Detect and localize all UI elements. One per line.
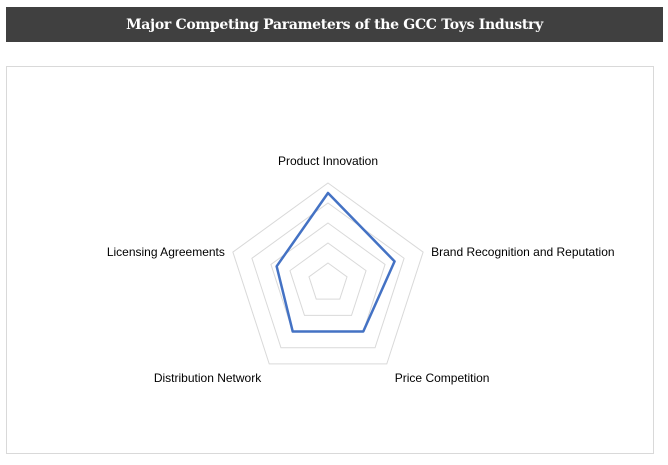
chart-area — [6, 66, 654, 454]
axis-label: Product Innovation — [278, 154, 378, 168]
chart-title-banner: Major Competing Parameters of the GCC To… — [6, 7, 663, 42]
grid-ring — [289, 242, 367, 316]
grid-ring — [308, 262, 348, 300]
grid-ring — [251, 202, 405, 349]
series-line — [275, 191, 396, 333]
grid-ring — [232, 182, 424, 365]
axis-label: Brand Recognition and Reputation — [431, 245, 614, 259]
axis-label: Licensing Agreements — [107, 245, 225, 259]
axis-label: Distribution Network — [154, 371, 262, 385]
axis-label: Price Competition — [395, 371, 490, 385]
chart-title: Major Competing Parameters of the GCC To… — [126, 16, 543, 33]
